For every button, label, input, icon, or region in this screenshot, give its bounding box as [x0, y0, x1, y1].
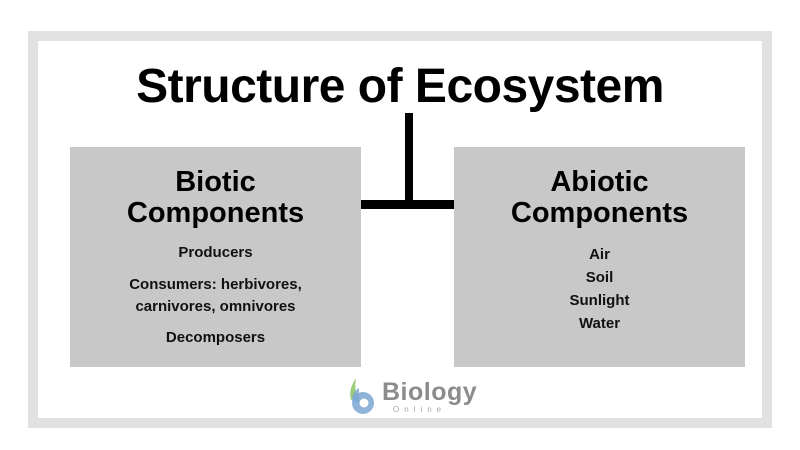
biotic-item-consumers: Consumers: herbivores, carnivores, omniv…	[70, 274, 361, 318]
biotic-heading-line1: Biotic	[175, 166, 256, 198]
biotic-heading: Biotic Components	[70, 167, 361, 229]
diagram-title: Structure of Ecosystem	[136, 60, 664, 113]
abiotic-item-soil: Soil	[585, 269, 614, 286]
biotic-components-box: Biotic Components Producers Consumers: h…	[70, 147, 361, 367]
biotic-item-consumers-line2: carnivores, omnivores	[135, 298, 296, 315]
connector-horizontal	[361, 200, 454, 209]
logo-subtitle: Online	[393, 405, 447, 414]
abiotic-item-sunlight: Sunlight	[569, 292, 630, 309]
abiotic-items: Air Soil Sunlight Water	[454, 243, 745, 335]
biotic-item-producers: Producers	[178, 244, 253, 261]
abiotic-heading-line1: Abiotic	[550, 166, 649, 198]
biotic-item-decomposers: Decomposers	[165, 329, 266, 346]
biotic-item-consumers-line1: Consumers: herbivores,	[129, 276, 302, 293]
abiotic-components-box: Abiotic Components Air Soil Sunlight Wat…	[454, 147, 745, 367]
biology-online-logo: Biology Online	[347, 376, 477, 416]
biotic-heading-line2: Components	[126, 197, 305, 229]
abiotic-item-water: Water	[578, 315, 621, 332]
abiotic-heading-line2: Components	[510, 197, 689, 229]
biotic-items: Producers Consumers: herbivores, carnivo…	[70, 243, 361, 347]
leaf-drop-logo-icon	[350, 378, 374, 414]
abiotic-heading: Abiotic Components	[454, 167, 745, 229]
logo-name: Biology	[382, 378, 478, 406]
connector-vertical	[405, 113, 413, 209]
abiotic-item-air: Air	[589, 246, 610, 263]
